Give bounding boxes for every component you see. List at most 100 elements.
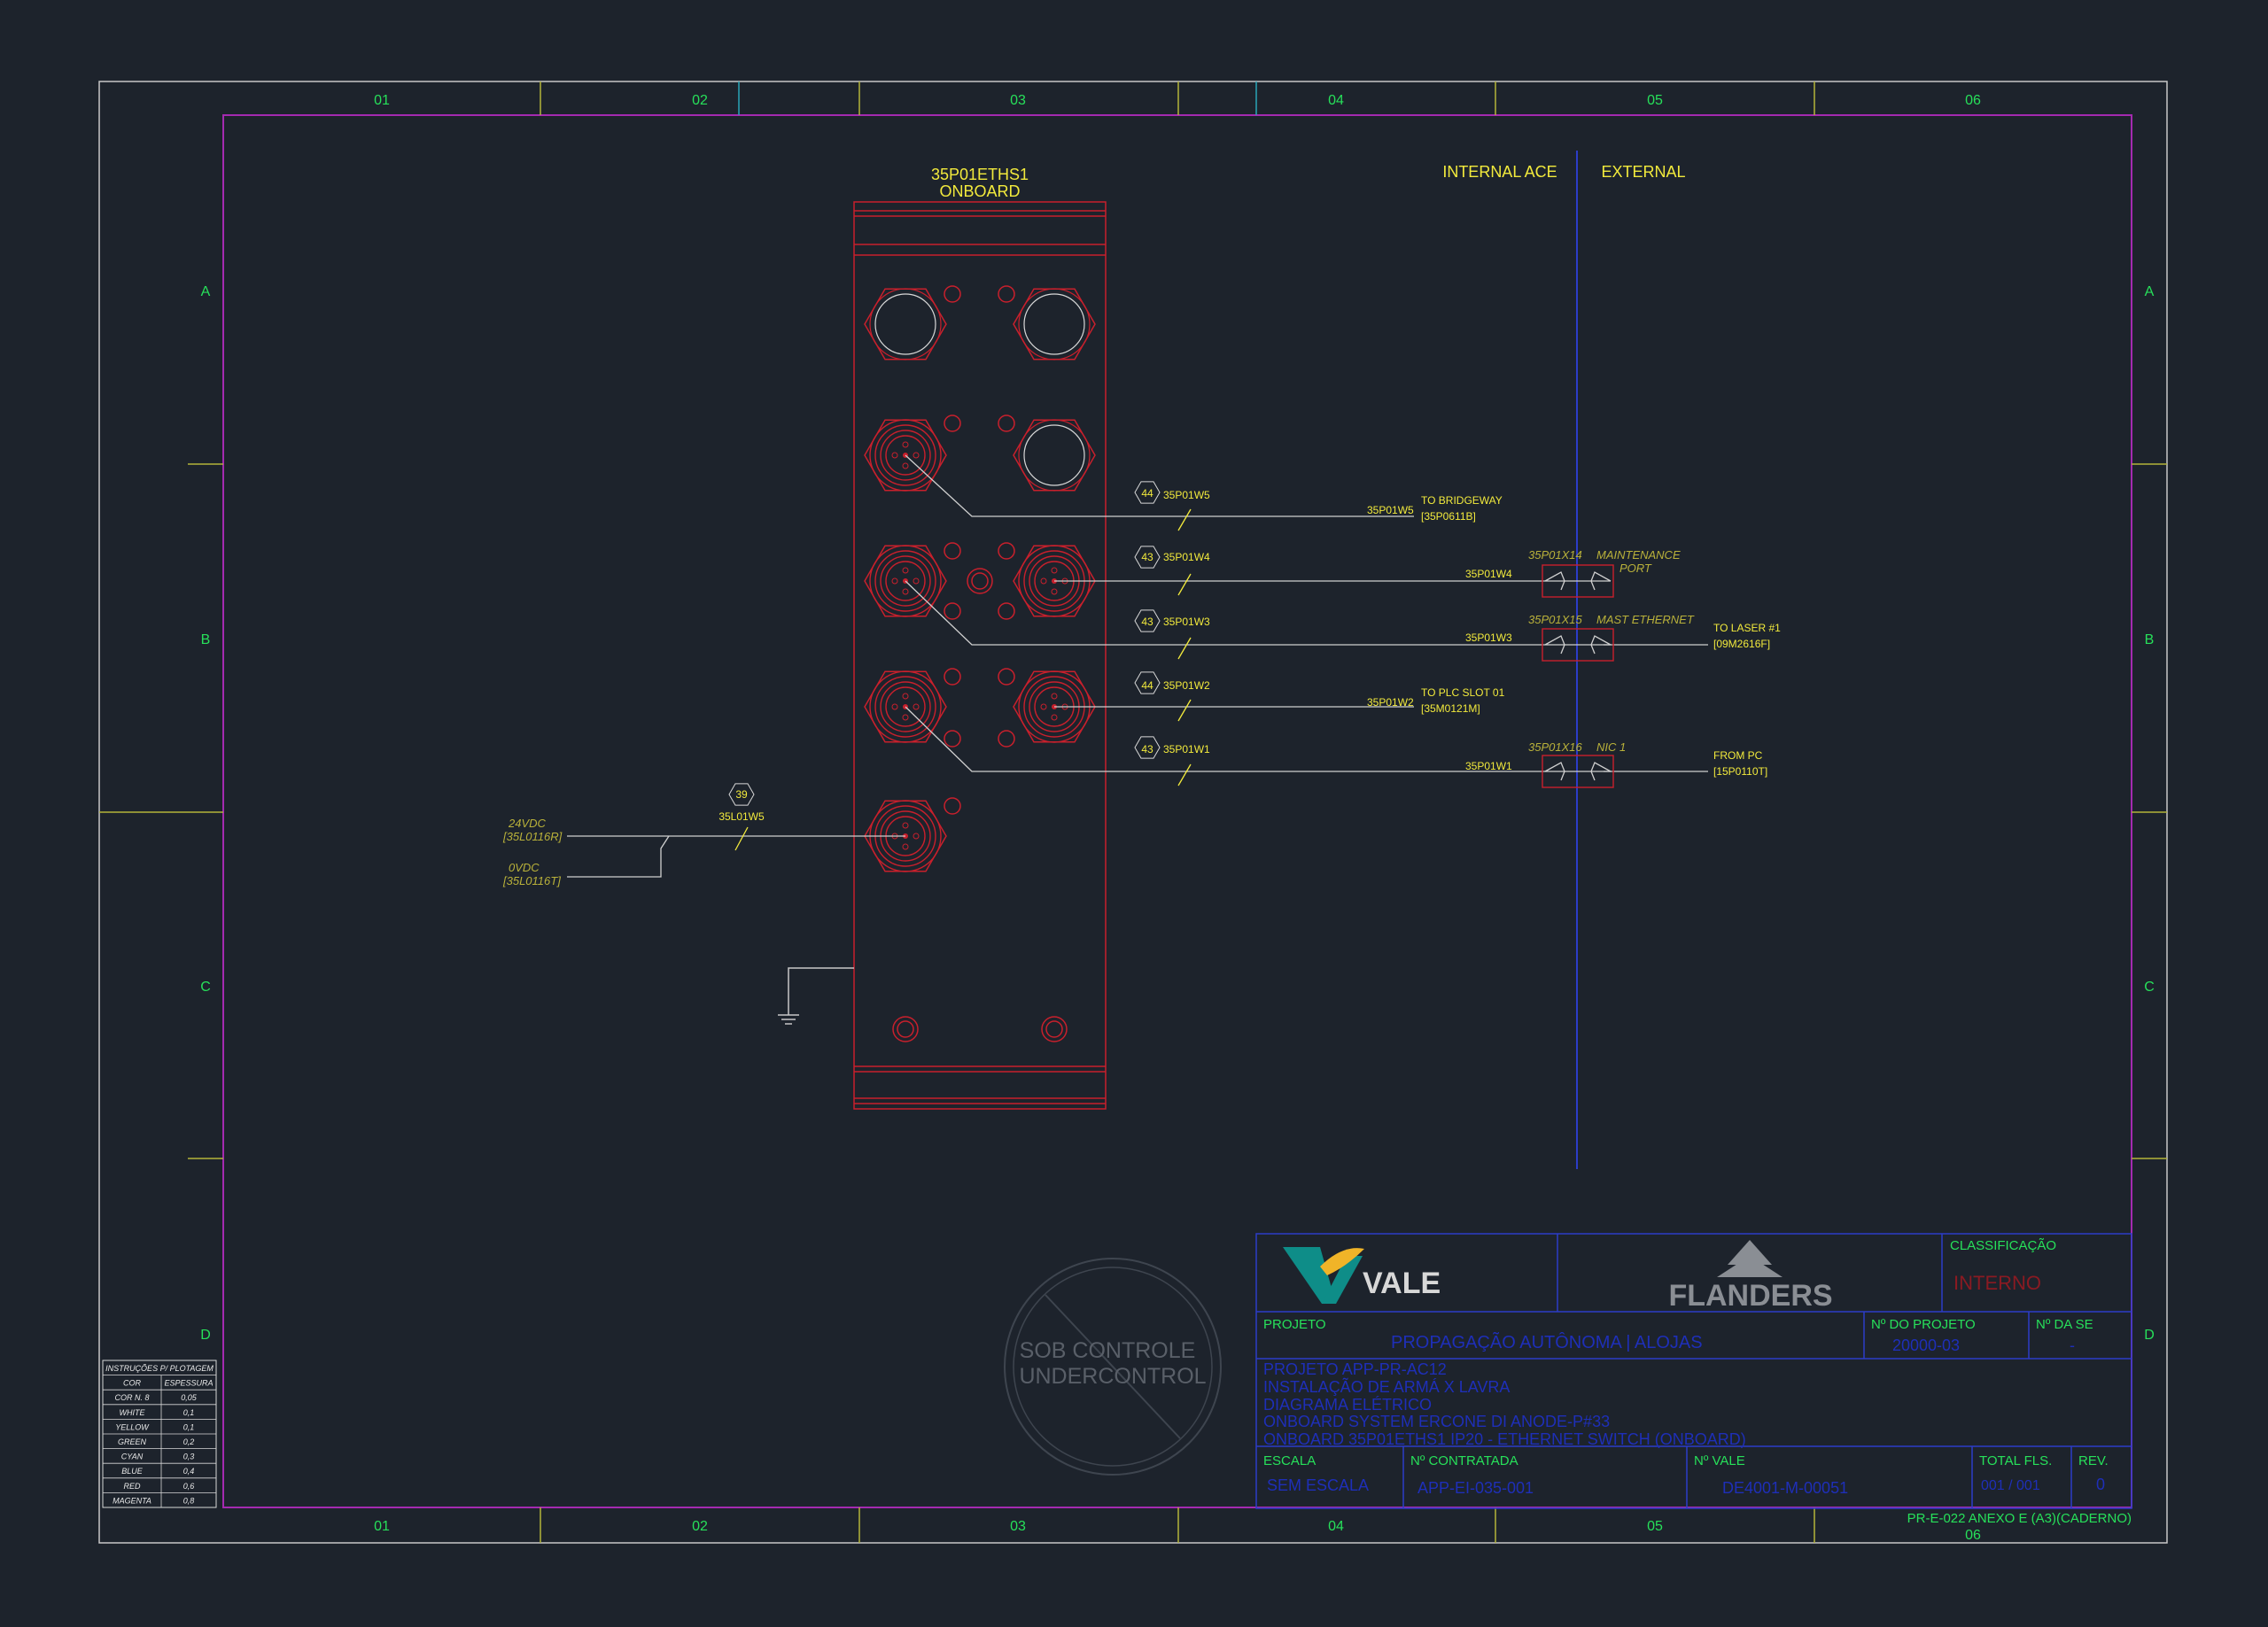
legend-row-color: GREEN [118,1437,147,1446]
cable-slash-w2 [1177,699,1192,722]
cable-w4-tag: 43 [1141,551,1153,563]
connector-x15-desc: MAST ETHERNET [1596,613,1695,626]
wire-w1 [905,706,1545,772]
zone-col-01-top: 01 [374,93,390,108]
legend-row-color: BLUE [121,1467,144,1476]
legend-header-width: ESPESSURA [164,1379,213,1388]
zone-row-d-left: D [200,1328,211,1343]
legend-row-color: YELLOW [115,1422,150,1431]
cable-w1-label: 35P01W1 [1163,743,1210,755]
desc-line-4: ONBOARD SYSTEM ERCONE DI ANODE-P#33 [1263,1413,1610,1430]
legend-row-color: RED [123,1482,141,1491]
ground-icon [778,967,854,1025]
blank-port [1013,419,1096,492]
status-led [944,668,961,686]
connector-x14-desc2: PORT [1619,562,1652,575]
status-led [998,730,1015,748]
status-led [998,285,1015,303]
legend-row-width: 0,8 [183,1496,195,1505]
zone-col-05-bottom: 05 [1647,1519,1663,1534]
status-led [998,668,1015,686]
mounting-hole [967,568,993,594]
zone-row-a-right: A [2145,284,2155,299]
outer-frame [98,81,2168,1544]
rj45-coupler [1542,628,1614,662]
device-name: 35P01ETHS1 [931,166,1029,183]
zone-col-02-top: 02 [692,93,708,108]
cable-w2-dest-ref: [35M0121M] [1421,702,1480,715]
legend-row-width: 0,4 [183,1467,195,1476]
zone-col-05-top: 05 [1647,93,1663,108]
blank-port [864,288,947,360]
cable-w3-label: 35P01W3 [1163,616,1210,628]
zone-col-03-top: 03 [1010,93,1026,108]
cable-tag-hex-w4 [1134,546,1161,569]
connector-x14-desc: MAINTENANCE [1596,548,1681,562]
rj45-coupler [1542,755,1614,788]
m12-connector [864,419,947,492]
inner-frame [222,114,2132,1508]
zone-col-02-bottom: 02 [692,1519,708,1534]
cable-slash-power [734,826,749,851]
zone-col-03-bottom: 03 [1010,1519,1026,1534]
nse-value: - [2070,1336,2075,1354]
legend-row-width: 0,3 [183,1453,195,1461]
zone-dividers [99,81,2167,1543]
zone-row-d-right: D [2144,1328,2155,1343]
classificacao-value: INTERNO [1953,1272,2041,1294]
wire-0vdc [567,835,670,878]
status-led [998,542,1015,560]
cable-tag-hex-w1 [1134,736,1161,759]
form-reference: PR-E-022 ANEXO E (A3)(CADERNO) [1907,1511,2132,1526]
nvale-value: DE4001-M-00051 [1722,1479,1848,1497]
ncontratada-label: Nº CONTRATADA [1410,1453,1518,1468]
power-cable: 35L01W5 [718,810,765,823]
zone-col-06-top: 06 [1965,93,1981,108]
cable-w1-dest-ref: [15P0110T] [1713,765,1767,778]
cable-w1-end-label: 35P01W1 [1465,760,1512,772]
rj45-coupler [1542,564,1614,598]
vale-logo-text: VALE [1363,1267,1441,1300]
legend-row-width: 0,1 [183,1408,195,1417]
cable-w3-tag: 43 [1141,616,1153,628]
cable-w5-dest: TO BRIDGEWAY [1421,494,1503,507]
zone-row-a-left: A [201,284,211,299]
wire-w3 [905,580,1545,646]
totalfls-value: 001 / 001 [1981,1478,2040,1493]
desc-line-3: DIAGRAMA ELÉTRICO [1263,1396,1432,1414]
cable-w5-label: 35P01W5 [1163,489,1210,501]
cable-tag-hex-w3 [1134,609,1161,632]
cable-w4-end-label: 35P01W4 [1465,568,1512,580]
nprojeto-value: 20000-03 [1892,1336,1960,1354]
cable-w2-dest: TO PLC SLOT 01 [1421,686,1505,699]
cable-tag-hex-w2 [1134,671,1161,694]
legend-row-color: COR N. 8 [114,1393,149,1402]
legend-row-width: 0,05 [181,1393,198,1402]
nprojeto-label: Nº DO PROJETO [1871,1317,1976,1332]
cable-w5-end-label: 35P01W5 [1367,504,1414,516]
cable-w2-tag: 44 [1141,679,1153,692]
zone-row-b-left: B [201,632,211,647]
totalfls-label: TOTAL FLS. [1979,1453,2052,1468]
projeto-label: PROJETO [1263,1317,1326,1332]
stamp-line1: SOB CONTROLE [1020,1338,1196,1363]
status-led [998,602,1015,620]
status-led [944,542,961,560]
status-led [1041,1016,1068,1042]
section-external: EXTERNAL [1601,163,1685,181]
zone-col-04-top: 04 [1328,93,1344,108]
legend-row-color: MAGENTA [113,1496,151,1505]
cable-w3-end-label: 35P01W3 [1465,631,1512,644]
power-0vdc: 0VDC [509,861,540,874]
cable-wires [567,454,1708,878]
connector-x16-desc: NIC 1 [1596,740,1626,754]
stamp-line2: UNDERCONTROL [1019,1364,1206,1389]
legend-title: INSTRUÇÕES P/ PLOTAGEM [105,1364,214,1373]
blank-port [1013,288,1096,360]
legend-row-color: WHITE [120,1408,146,1417]
mounting-hole-inner [971,572,989,590]
cable-slash-w4 [1177,573,1192,596]
legend-row-width: 0,1 [183,1422,195,1431]
nvale-label: Nº VALE [1694,1453,1745,1468]
